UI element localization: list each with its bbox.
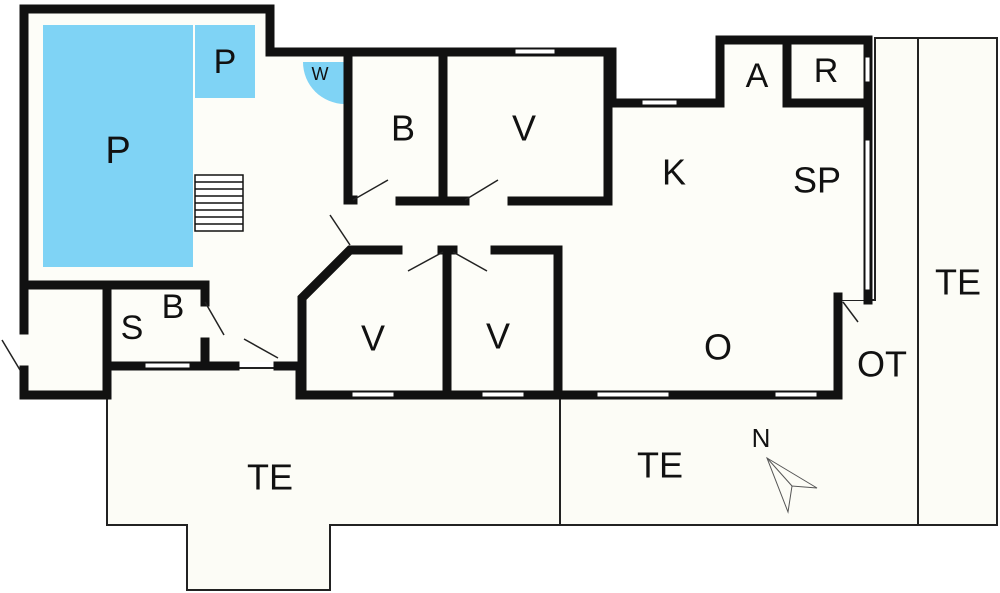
window [864, 56, 871, 83]
terraces [106, 37, 998, 591]
whirlpool-area [303, 62, 345, 104]
window [864, 139, 871, 291]
room-label-bedroom-lower-right: V [486, 316, 510, 357]
room-label-sauna: S [121, 309, 144, 347]
compass-label: N [752, 423, 771, 453]
room-label-whirlpool: W [312, 64, 329, 84]
window [351, 391, 395, 398]
door-swing [842, 301, 859, 323]
door-swing [352, 179, 389, 201]
windows [144, 48, 871, 398]
terrace-right-area [917, 37, 998, 526]
window [481, 391, 525, 398]
window [144, 362, 191, 369]
room-label-dining: SP [793, 160, 841, 201]
window [641, 99, 678, 106]
room-label-living: O [704, 327, 732, 368]
room-label-bedroom-upper: V [512, 108, 536, 149]
door-swing [329, 214, 351, 246]
window [514, 48, 556, 55]
door-swing [243, 338, 279, 359]
room-label-kitchen: K [662, 152, 686, 193]
room-label-terrace-right: TE [935, 262, 981, 303]
door-swing [1, 339, 21, 371]
room-label-bathroom-upper: B [391, 108, 415, 149]
door-swing [407, 251, 444, 272]
window [774, 391, 818, 398]
room-label-terrace-bottom-middle: TE [637, 445, 683, 486]
window [596, 391, 670, 398]
room-label-pool-small: P [214, 43, 237, 81]
room-label-utility-r: R [814, 52, 839, 90]
door-swing [204, 301, 225, 336]
room-labels: P P W B V K A R SP TE S B V V O OT TE TE [105, 43, 981, 498]
room-label-pool-main: P [105, 130, 130, 172]
pool-main-area [43, 25, 193, 267]
door-swing [452, 251, 488, 272]
stairs-icon [194, 174, 244, 232]
terrace-bottom-left-area [106, 367, 561, 591]
room-label-covered-terrace: OT [857, 344, 907, 385]
room-label-bedroom-lower-left: V [361, 318, 385, 359]
room-label-terrace-bottom-left: TE [247, 457, 293, 498]
doors [1, 179, 859, 371]
pool-small-area [195, 25, 255, 98]
room-label-bathroom-lower: B [162, 288, 185, 326]
room-label-utility-a: A [746, 57, 769, 95]
door-swing [464, 179, 499, 201]
north-arrow-icon [766, 456, 818, 514]
